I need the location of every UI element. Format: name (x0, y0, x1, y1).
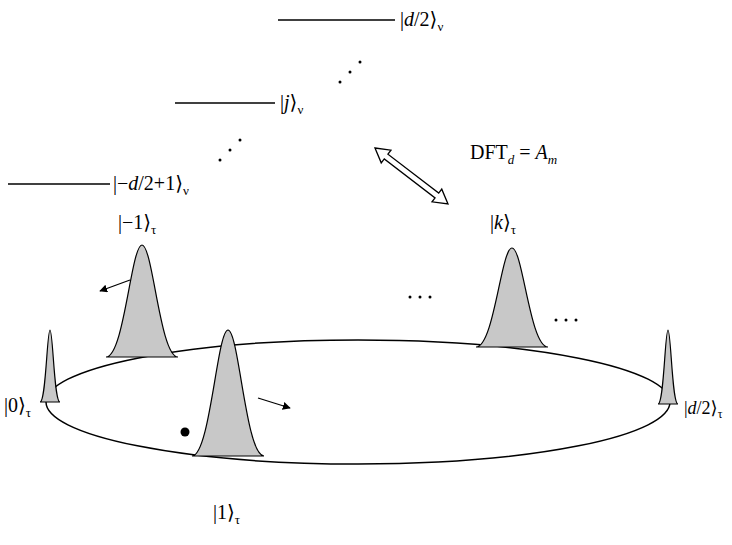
state-label: |−1⟩τ (118, 210, 156, 234)
energy-level (175, 102, 275, 104)
state-label: |d/2⟩ν (400, 7, 443, 31)
ellipsis-dots (219, 61, 362, 162)
state-label: |k⟩τ (490, 210, 516, 234)
motion-arrow (258, 398, 290, 408)
double-arrow (370, 142, 453, 211)
state-label: |−d/2+1⟩ν (113, 171, 189, 195)
ellipsis-dots (409, 296, 578, 322)
state-label: |1⟩τ (213, 500, 240, 524)
state-label: |0⟩τ (4, 393, 31, 417)
motion-arrow (100, 280, 130, 291)
ring (46, 340, 670, 464)
state-label: |j⟩ν (280, 90, 303, 114)
transform-label: DFTd = Am (470, 140, 557, 164)
wave-packets (40, 245, 678, 456)
energy-level (278, 19, 395, 21)
particle-dot (181, 428, 190, 437)
energy-level (8, 183, 110, 185)
state-label: |d/2⟩τ (684, 398, 722, 420)
